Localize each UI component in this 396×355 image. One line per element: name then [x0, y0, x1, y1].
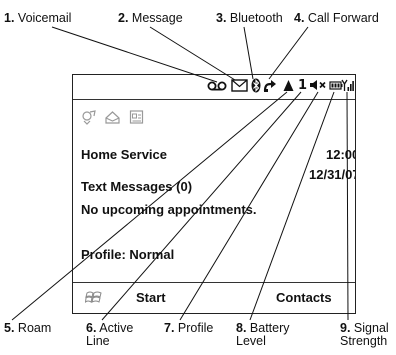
windows-flag-icon — [84, 290, 103, 310]
callout-signal-strength: 9. Signal Strength — [340, 321, 389, 348]
messaging-shortcut-icon[interactable] — [81, 109, 97, 129]
profile-item[interactable]: Profile: Normal — [81, 247, 175, 262]
text-messages-item[interactable]: Text Messages (0) — [81, 179, 193, 194]
date: 12/31/07 — [309, 167, 356, 182]
bluetooth-icon — [251, 78, 261, 97]
leader-voicemail — [51, 26, 218, 83]
message-icon — [231, 78, 248, 96]
leader-message — [149, 26, 236, 81]
callout-message: 2. Message — [118, 11, 183, 25]
softkey-bar: Start Contacts — [73, 282, 355, 313]
home-service-label: Home Service — [81, 147, 167, 162]
calendar-shortcut-icon[interactable] — [129, 109, 145, 129]
callout-active-line: 6. Active Line — [86, 321, 134, 348]
leader-active-line — [101, 91, 302, 321]
callout-call-forward: 4. Call Forward — [294, 11, 379, 25]
battery-icon — [329, 78, 343, 96]
leader-bluetooth — [243, 26, 254, 80]
callout-voicemail: 1. Voicemail — [4, 11, 72, 25]
contacts-softkey[interactable]: Contacts — [276, 290, 332, 305]
status-bar: 1 — [73, 75, 355, 100]
leader-signal — [346, 91, 349, 321]
profile-icon — [309, 78, 327, 96]
call-forward-icon — [263, 78, 279, 97]
active-line-icon: 1 — [298, 78, 308, 93]
voicemail-icon — [207, 78, 227, 96]
inbox-shortcut-icon[interactable] — [104, 109, 122, 129]
signal-icon — [341, 78, 354, 96]
leader-roam — [11, 91, 288, 321]
roam-icon — [283, 78, 294, 96]
callout-roam: 5. Roam — [4, 321, 52, 335]
callout-bluetooth: 3. Bluetooth — [216, 11, 283, 25]
callout-battery-level: 8. Battery Level — [236, 321, 290, 348]
callout-profile: 7. Profile — [164, 321, 214, 335]
leader-call-forward — [268, 26, 309, 80]
appointments-item[interactable]: No upcoming appointments. — [81, 202, 257, 217]
leader-profile — [179, 91, 319, 321]
app-shortcut-icons — [81, 109, 145, 129]
leader-battery — [249, 91, 335, 321]
start-softkey[interactable]: Start — [136, 290, 166, 305]
phone-screen: 1 Home Service 12:00 Text Messages (0) 1… — [72, 74, 356, 314]
